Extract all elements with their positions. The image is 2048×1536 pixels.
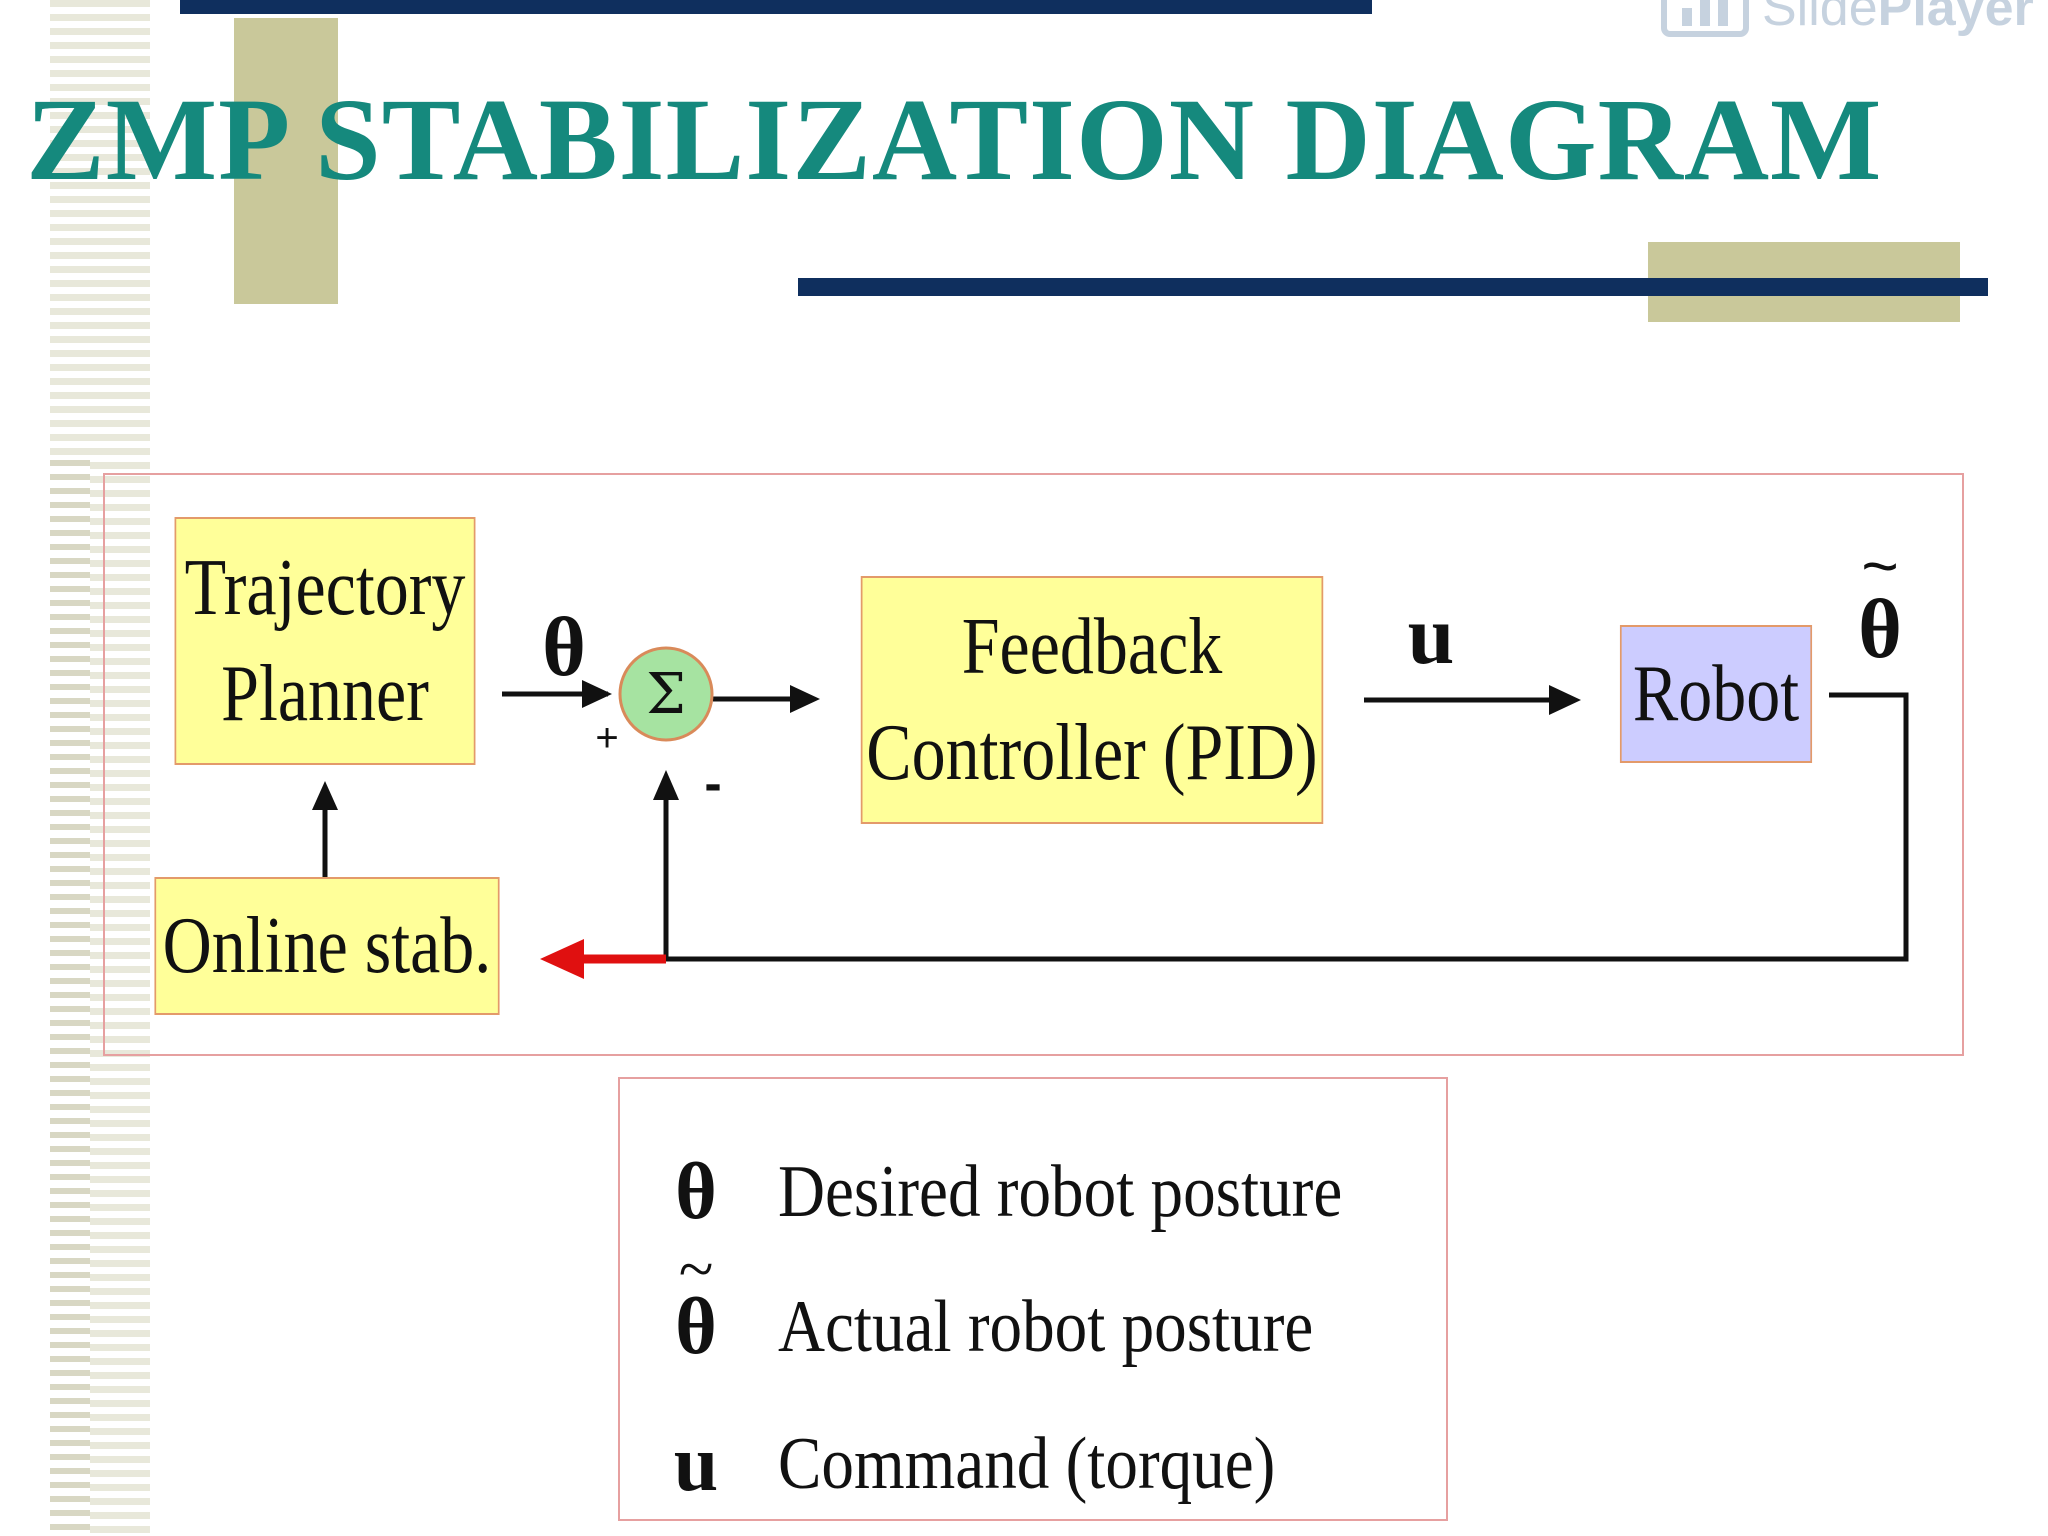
watermark-text: SlidePlayer — [1762, 0, 2034, 37]
legend-box: θ Desired robot posture ~ θ Actual robot… — [618, 1077, 1448, 1521]
title-underline-bar — [798, 278, 1988, 296]
robot-label: Robot — [1632, 650, 1800, 738]
slide-title: ZMP STABILIZATION DIAGRAM — [26, 74, 1883, 205]
tilde-mark: ~ — [1861, 530, 1898, 602]
legend-desc-desired: Desired robot posture — [778, 1151, 1343, 1233]
theta-label: θ — [542, 601, 586, 694]
diagram-frame — [103, 473, 1964, 1056]
legend-desc-command: Command (torque) — [778, 1423, 1276, 1505]
legend-symbol-theta: θ — [675, 1148, 717, 1236]
legend-symbol-u: u — [673, 1420, 719, 1508]
minus-sign: - — [704, 755, 721, 813]
arrowhead-planner-input — [312, 781, 338, 810]
arrowhead-robot-input — [1549, 685, 1581, 715]
top-accent-bar — [180, 0, 1372, 14]
summing-junction — [618, 646, 714, 742]
legend-row-desired: θ Desired robot posture — [620, 1137, 1446, 1247]
feedback-controller-label: Feedback Controller (PID) — [866, 603, 1318, 797]
feedback-loop-line — [666, 692, 1909, 962]
arrowhead-sum-minus-input — [653, 770, 679, 800]
trajectory-planner-label: Trajectory Planner — [184, 544, 466, 738]
legend-desc-actual: Actual robot posture — [778, 1286, 1314, 1368]
theta-tilde-label: θ — [1858, 583, 1902, 676]
online-stab-block: Online stab. — [154, 877, 500, 1015]
watermark: SlidePlayer — [1660, 0, 2034, 38]
plus-sign: + — [595, 716, 618, 760]
legend-row-command: u Command (torque) — [620, 1409, 1446, 1519]
summing-junction-symbol: Σ — [646, 662, 686, 727]
trajectory-planner-block: Trajectory Planner — [174, 517, 476, 765]
arrowhead-feedback-input — [790, 685, 820, 713]
legend-tilde-mark: ~ — [678, 1233, 714, 1304]
feedback-controller-block: Feedback Controller (PID) — [860, 576, 1324, 824]
slideplayer-logo-icon — [1661, 0, 1749, 37]
red-arrowhead — [540, 939, 584, 979]
arrowhead-sum-input — [582, 680, 612, 708]
olive-accent-block — [234, 18, 338, 304]
online-stab-label: Online stab. — [162, 902, 492, 990]
robot-block: Robot — [1619, 625, 1813, 763]
legend-row-actual: ~ θ Actual robot posture — [620, 1233, 1446, 1382]
left-stripe-decoration-lower — [50, 460, 90, 1536]
legend-symbol-theta-tilde: ~ θ — [666, 1233, 726, 1382]
u-label: u — [1408, 589, 1455, 682]
